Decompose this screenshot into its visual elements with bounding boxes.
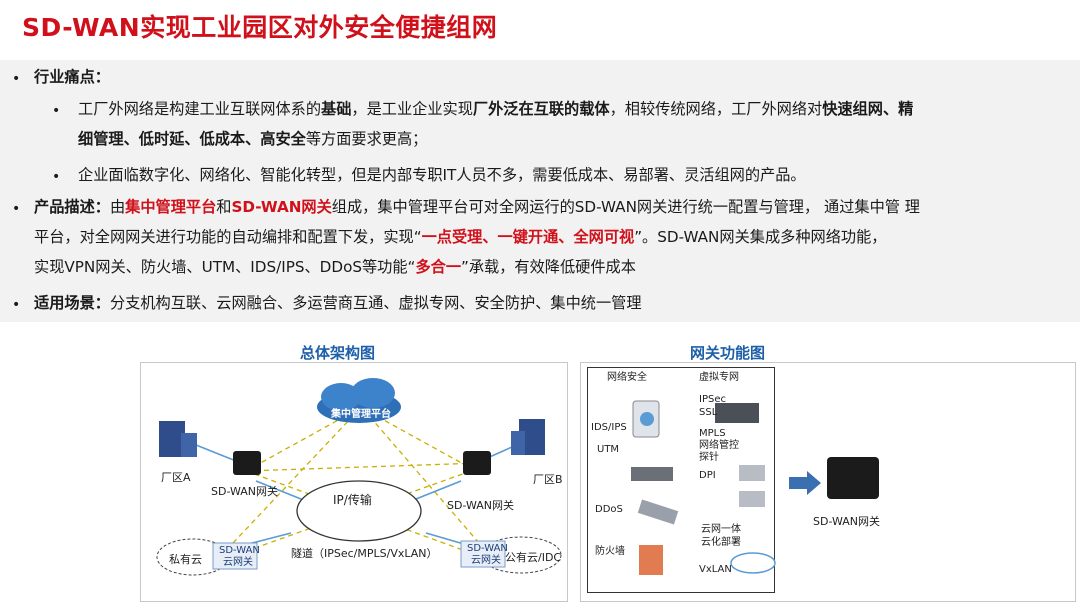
text-band xyxy=(0,60,1080,322)
text-red: 一点受理、一键开通、全网可视 xyxy=(421,228,635,246)
scenario-label: 适用场景： xyxy=(34,294,110,312)
text: 和 xyxy=(216,198,232,216)
cloud-gw-right-2: 云网关 xyxy=(471,555,501,566)
text-red: SD-WAN网关 xyxy=(231,198,332,216)
cloud-gw-left-2: 云网关 xyxy=(223,557,253,568)
gateway-a-icon xyxy=(233,451,261,475)
sec-label: 网络安全 xyxy=(607,372,647,383)
scenario-line: 适用场景：分支机构互联、云网融合、多运营商互通、虚拟专网、安全防护、集中统一管理 xyxy=(34,290,642,317)
vxlan-label: VxLAN xyxy=(699,564,732,575)
site-a-label: 厂区A xyxy=(161,471,191,484)
gw-b-label: SD-WAN网关 xyxy=(447,499,515,512)
text: ”承载，有效降低硬件成本 xyxy=(461,258,636,276)
firewall-icon xyxy=(639,545,663,575)
text: 实现VPN网关、防火墙、UTM、IDS/IPS、DDoS等功能“ xyxy=(34,258,416,276)
text-bold: 基础 xyxy=(321,100,352,118)
gateway-b-icon xyxy=(463,451,491,475)
mpls-label: MPLS xyxy=(699,428,726,439)
ids-label: IDS/IPS xyxy=(591,422,627,433)
text: ，相较传统网络，工厂外网络对 xyxy=(609,100,823,118)
product-line1: 产品描述：由集中管理平台和SD-WAN网关组成，集中管理平台可对全网运行的SD-… xyxy=(34,194,920,221)
ipsec-device-icon xyxy=(715,403,759,423)
public-cloud-label: 公有云/IDC xyxy=(505,551,562,564)
arch-title: 总体架构图 xyxy=(300,344,376,362)
site-b-label: 厂区B xyxy=(533,473,563,486)
gw-a-label: SD-WAN网关 xyxy=(211,485,279,498)
building-a-icon xyxy=(159,421,197,457)
text: ，是工业企业实现 xyxy=(351,100,473,118)
netctl-label-2: 探针 xyxy=(699,452,719,463)
cloud-label-2: 云化部署 xyxy=(701,537,741,548)
core-label: IP/传输 xyxy=(333,493,372,507)
cloud-label-1: 云网一体 xyxy=(701,524,741,535)
pain-item1-line1: 工厂外网络是构建工业互联网体系的基础，是工业企业实现厂外泛在互联的载体，相较传统… xyxy=(78,96,913,123)
private-cloud-label: 私有云 xyxy=(169,553,202,566)
ipsec-label: IPSec xyxy=(699,394,726,405)
text: 组成，集中管理平台可对全网运行的SD-WAN网关进行统一配置与管理， 通过集中管… xyxy=(331,198,920,216)
text-red: 多合一 xyxy=(415,258,461,276)
text-bold: 细管理、低时延、低成本、高安全 xyxy=(78,130,306,148)
func-title: 网关功能图 xyxy=(690,344,766,362)
text: 工厂外网络是构建工业互联网体系的 xyxy=(78,100,321,118)
tunnel-label: 隧道（IPSec/MPLS/VxLAN） xyxy=(291,547,438,560)
text-bold: 快速组网、精 xyxy=(822,100,914,118)
arrow-icon xyxy=(789,471,821,495)
fw-label: 防火墙 xyxy=(595,546,625,557)
arch-diagram xyxy=(156,378,562,576)
text-red: 集中管理平台 xyxy=(125,198,217,216)
product-label: 产品描述： xyxy=(34,198,110,216)
building-b-icon xyxy=(511,419,545,455)
text: ”。SD-WAN网关集成多种网络功能， xyxy=(634,228,887,246)
product-line2: 平台，对全网网关进行功能的自动编排和配置下发，实现“一点受理、一键开通、全网可视… xyxy=(34,224,886,251)
bullet-dot: • xyxy=(12,71,21,87)
cloud-gw-left-1: SD-WAN xyxy=(219,545,260,556)
dpi-label: DPI xyxy=(699,470,716,481)
pain-item2: 企业面临数字化、网络化、智能化转型，但是内部专职IT人员不多，需要低成本、易部署… xyxy=(78,166,806,184)
text: 平台，对全网网关进行功能的自动编排和配置下发，实现“ xyxy=(34,228,422,246)
pain-label: 行业痛点： xyxy=(34,68,110,86)
text: 由 xyxy=(109,198,126,216)
netctl-label-1: 网络管控 xyxy=(699,440,739,451)
cloud-gw-right-1: SD-WAN xyxy=(467,543,508,554)
page-title: SD-WAN实现工业园区对外安全便捷组网 xyxy=(22,13,498,42)
pain-item1-line2: 细管理、低时延、低成本、高安全等方面要求更高； xyxy=(78,126,427,153)
mgmt-label: 集中管理平台 xyxy=(331,409,391,420)
arch-panel: 集中管理平台 IP/传输 厂区A 厂区B SD-WAN网关 SD-WAN网关 私… xyxy=(140,362,568,602)
bullet-dot: • xyxy=(52,169,61,185)
text: 分支机构互联、云网融合、多运营商互通、虚拟专网、安全防护、集中统一管理 xyxy=(109,294,642,312)
mgmt-cloud-icon xyxy=(317,378,401,423)
result-gateway-icon xyxy=(827,457,879,499)
ssl-label: SSL xyxy=(699,407,718,418)
bullet-dot: • xyxy=(52,103,61,119)
bullet-dot: • xyxy=(12,297,21,313)
bullet-dot: • xyxy=(12,201,21,217)
dpi-device-icon xyxy=(739,465,765,481)
text: 等方面要求更高； xyxy=(305,130,428,148)
vxlan-cloud-icon xyxy=(730,552,776,574)
product-line3: 实现VPN网关、防火墙、UTM、IDS/IPS、DDoS等功能“多合一”承载，有… xyxy=(34,254,636,281)
ddos-label: DDoS xyxy=(595,504,623,515)
func-panel: 网络安全 虚拟专网 IDS/IPS UTM DDoS 防火墙 IPSec SSL… xyxy=(580,362,1076,602)
utm-device-icon xyxy=(631,467,673,481)
ddos-device-icon xyxy=(637,499,679,525)
vpn-label: 虚拟专网 xyxy=(699,372,739,383)
text-bold: 厂外泛在互联的载体 xyxy=(472,100,610,118)
result-label: SD-WAN网关 xyxy=(813,515,881,528)
utm-label: UTM xyxy=(597,444,620,455)
